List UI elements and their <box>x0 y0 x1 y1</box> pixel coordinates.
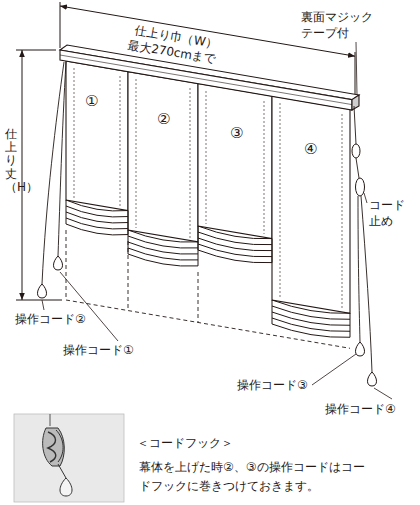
cord-label: 操作コード① <box>62 343 135 359</box>
panel <box>198 84 272 239</box>
fold-line <box>198 250 272 263</box>
cord-label: 操作コード② <box>14 312 87 328</box>
cord-stopper <box>352 144 377 386</box>
panel <box>128 72 198 242</box>
callout-number: ① <box>84 92 99 112</box>
dimension-label: 仕上り丈（H） <box>4 128 18 194</box>
extension-line <box>60 2 61 48</box>
height-dimension <box>22 50 23 300</box>
cord-hook-inset <box>14 414 124 502</box>
fold-line <box>272 318 350 331</box>
fold-line <box>350 313 351 337</box>
inset-note: 幕体を上げた時②、③の操作コードはコードフックに巻きつけておきます。 <box>138 458 366 496</box>
fold-line <box>128 230 129 254</box>
fold-line <box>272 300 350 313</box>
part-note: 裏面マジックテープ付 <box>300 10 378 41</box>
callout-number: ② <box>156 110 171 130</box>
cord-tassel <box>38 256 63 298</box>
operation-cords-left <box>42 62 66 284</box>
panel <box>272 96 350 313</box>
fold-line <box>66 200 67 224</box>
cord-label: 操作コード④ <box>324 402 397 418</box>
callout-number: ④ <box>303 140 318 160</box>
panel <box>66 61 128 211</box>
fold-line <box>66 224 128 235</box>
leader-line <box>42 42 392 399</box>
part-label: コード止め <box>368 198 410 229</box>
fold-line <box>198 244 272 257</box>
fold-stack <box>66 200 350 337</box>
fold-line <box>128 254 198 266</box>
fold-line <box>198 226 199 250</box>
extension-line <box>355 52 356 94</box>
fold-line <box>198 232 272 245</box>
cord-label: 操作コード③ <box>236 378 309 394</box>
fold-line <box>272 300 273 324</box>
panel-seams <box>74 68 342 309</box>
fold-line <box>272 312 350 325</box>
fold-line <box>198 238 272 251</box>
extension-line <box>16 300 62 301</box>
fold-line <box>272 306 350 319</box>
fold-line <box>272 324 350 337</box>
callout-number: ③ <box>229 124 244 144</box>
fold-line <box>198 226 272 239</box>
inset-title: ＜コードフック＞ <box>136 436 234 452</box>
fold-line <box>272 239 273 263</box>
